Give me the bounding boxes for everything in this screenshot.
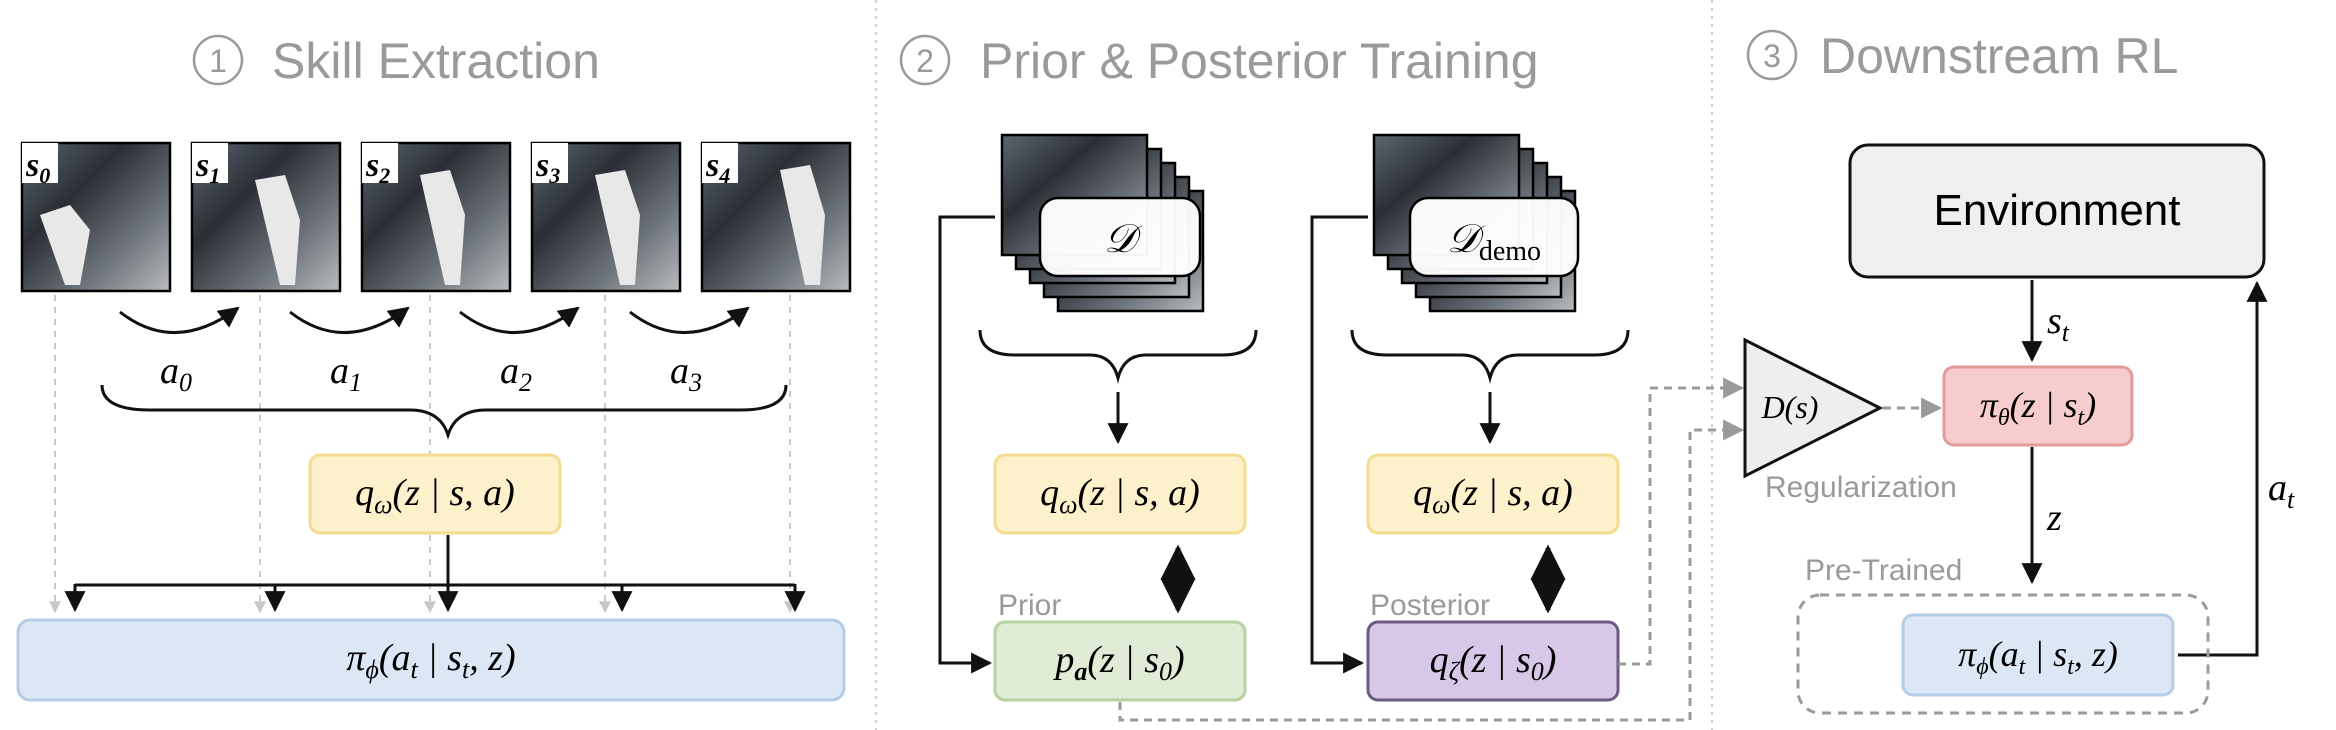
- posterior-encoder-label: qω(z | s, a): [1413, 472, 1573, 519]
- section-number-circle: [192, 34, 244, 86]
- posterior-label: qζ(z | s0): [1430, 639, 1557, 686]
- demo-dataset-brace: [1350, 329, 1630, 384]
- skill-latent-label: z: [2046, 497, 2062, 539]
- posterior-encoder-box: qω(z | s, a): [1366, 453, 1620, 535]
- section-number-circle: [899, 34, 951, 86]
- encoder-to-policy-arrows: [64, 535, 806, 613]
- state-label: s2: [365, 147, 390, 188]
- action-output-label: at: [2268, 467, 2295, 514]
- action-label: a1: [330, 350, 362, 397]
- skill-encoder-label: qω(z | s, a): [355, 472, 515, 519]
- section-header-skill-extraction: 1 Skill Extraction: [192, 33, 600, 89]
- state-label: s3: [535, 147, 560, 188]
- action-label: a2: [500, 350, 532, 397]
- state-input-label: st: [2047, 300, 2070, 347]
- skill-encoder-box: qω(z | s, a): [308, 453, 562, 535]
- environment-box: Environment: [1848, 143, 2266, 279]
- skill-decoder-label: πϕ(at | st, z): [346, 637, 515, 684]
- demo-dataset-label: 𝒟demo: [1447, 216, 1541, 267]
- discriminator-input-connectors: [1118, 377, 1745, 722]
- dataset-stack: 𝒟: [1000, 133, 1205, 313]
- skill-decoder-box: πϕ(at | st, z): [16, 618, 846, 702]
- posterior-box: qζ(z | s0): [1366, 620, 1620, 702]
- regularization-label: Regularization: [1765, 471, 1957, 504]
- section-number: 2: [916, 43, 934, 79]
- state-label: s4: [705, 147, 730, 188]
- section3-arrows: [2021, 280, 2268, 657]
- state-frame-1: s1: [190, 141, 342, 293]
- discriminator: D(s): [1743, 337, 1884, 479]
- state-frame-4: s4: [700, 141, 852, 293]
- section-title: Skill Extraction: [272, 33, 600, 89]
- action-label: a3: [670, 350, 702, 397]
- pretrained-label: Pre-Trained: [1805, 554, 1962, 587]
- prior-box: pa(z | s0): [993, 620, 1247, 702]
- state-frame-3: s3: [530, 141, 682, 293]
- low-level-policy-box: πϕ(at | st, z): [1901, 613, 2175, 697]
- action-label: a0: [160, 350, 192, 397]
- discriminator-label: D(s): [1761, 389, 1819, 425]
- state-to-policy-guides: [49, 295, 796, 614]
- state-label: s0: [25, 147, 50, 188]
- dataset-brace: [978, 329, 1258, 384]
- prior-encoder-label: qω(z | s, a): [1040, 472, 1200, 519]
- state-frames: s0 s1 s2 s3 s4: [20, 141, 852, 293]
- state-frame-0: s0: [20, 141, 172, 293]
- section-header-prior-posterior: 2 Prior & Posterior Training: [899, 33, 1539, 89]
- state-label: s1: [195, 147, 220, 188]
- prior-caption: Prior: [998, 589, 1061, 622]
- high-level-policy-box: πθ(z | st): [1942, 365, 2134, 447]
- environment-label: Environment: [1933, 186, 2180, 235]
- section-number: 3: [1763, 38, 1781, 74]
- section-title: Prior & Posterior Training: [980, 33, 1539, 89]
- posterior-caption: Posterior: [1370, 589, 1490, 622]
- section-title: Downstream RL: [1820, 28, 2178, 84]
- trajectory-brace: [100, 384, 788, 440]
- high-level-policy-label: πθ(z | st): [1980, 385, 2096, 431]
- low-level-policy-label: πϕ(at | st, z): [1958, 634, 2118, 680]
- state-frame-2: s2: [360, 141, 512, 293]
- pretrained-frame: [1796, 593, 2210, 715]
- prior-label: pa(z | s0): [1052, 639, 1184, 686]
- prior-encoder-box: qω(z | s, a): [993, 453, 1247, 535]
- demo-dataset-stack: 𝒟demo: [1372, 133, 1580, 313]
- section-number: 1: [209, 43, 227, 79]
- action-labels: a0 a1 a2 a3: [160, 350, 702, 397]
- section2-arrows: [938, 215, 1566, 674]
- action-arrows: [119, 306, 750, 334]
- section-header-downstream-rl: 3 Downstream RL: [1746, 28, 2178, 84]
- section-number-circle: [1746, 29, 1798, 81]
